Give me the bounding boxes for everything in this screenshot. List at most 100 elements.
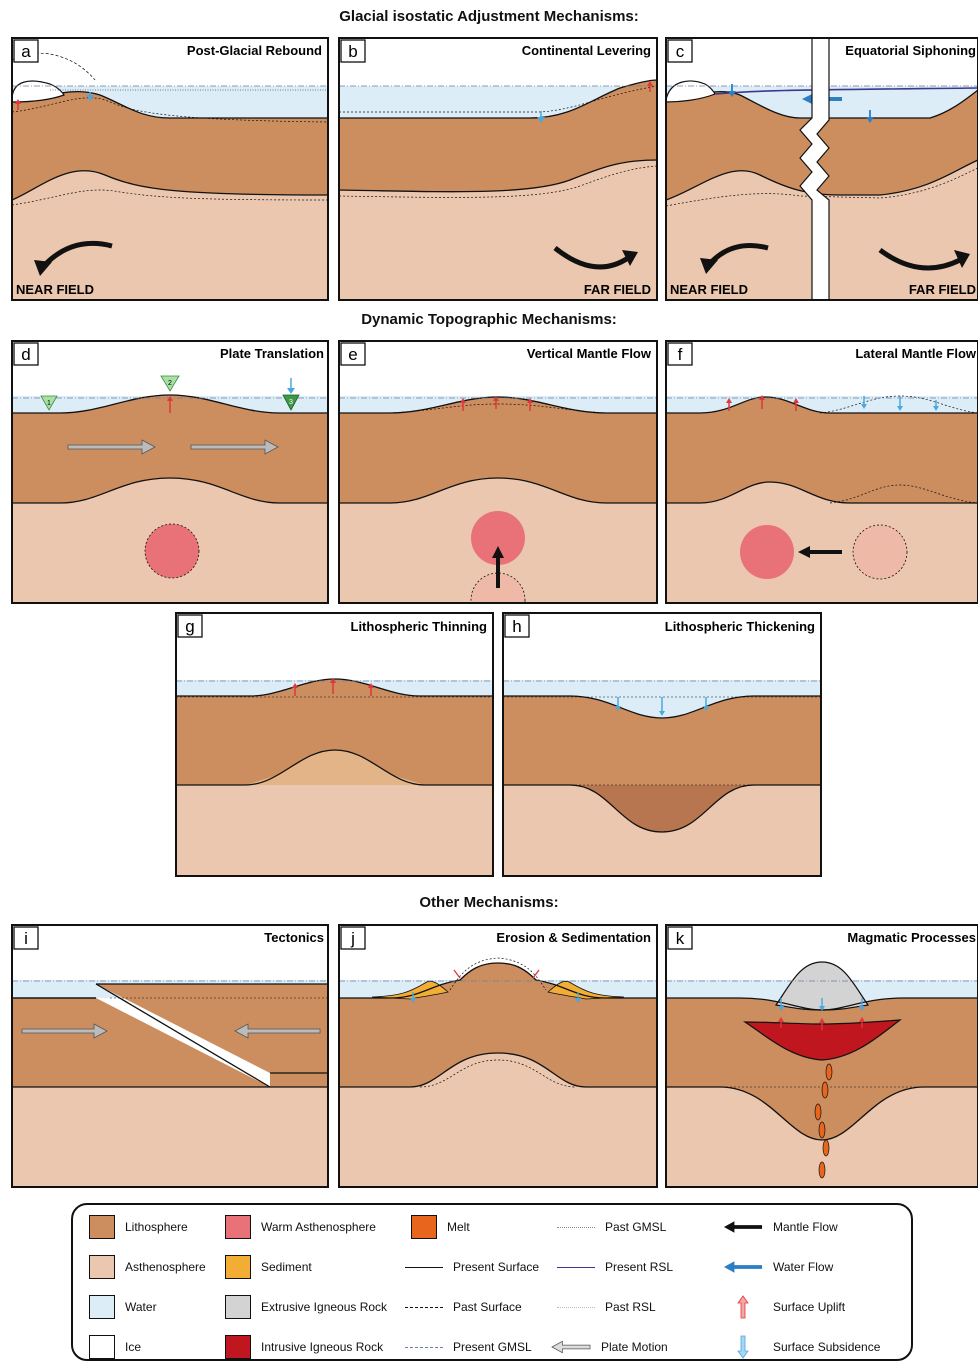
uplift-arrow-icon <box>723 1295 763 1319</box>
panel-letter: h <box>512 617 521 636</box>
legend-item-melt: Melt <box>411 1213 470 1241</box>
past-surface-line <box>405 1307 443 1308</box>
panel-letter: c <box>676 42 685 61</box>
panel-title: Erosion & Sedimentation <box>496 930 651 945</box>
legend-item-past-surface: Past Surface <box>405 1293 522 1321</box>
legend-label: Intrusive Igneous Rock <box>261 1340 383 1354</box>
legend-item-warm-asthenosphere: Warm Asthenosphere <box>225 1213 376 1241</box>
panel-letter: e <box>348 345 357 364</box>
panel-title: Plate Translation <box>220 346 324 361</box>
legend-label: Water <box>125 1300 157 1314</box>
legend-item-surface-subsidence: Surface Subsidence <box>723 1333 880 1361</box>
ice-swatch <box>89 1335 115 1359</box>
panel-letter: k <box>676 929 685 948</box>
legend-label: Surface Uplift <box>773 1300 845 1314</box>
field-label: FAR FIELD <box>584 282 651 297</box>
water-swatch <box>89 1295 115 1319</box>
panel-j: j Erosion & Sedimentation <box>339 925 657 1187</box>
panel-k: k Magmatic Processes <box>666 925 978 1187</box>
panel-letter: j <box>350 929 355 948</box>
legend-label: Present GMSL <box>453 1340 532 1354</box>
legend-item-past-rsl: Past RSL <box>557 1293 656 1321</box>
asthenosphere-swatch <box>89 1255 115 1279</box>
field-label: NEAR FIELD <box>16 282 94 297</box>
legend-label: Past RSL <box>605 1300 656 1314</box>
legend-item-past-gmsl: Past GMSL <box>557 1213 666 1241</box>
legend-item-water: Water <box>89 1293 157 1321</box>
legend-item-present-rsl: Present RSL <box>557 1253 673 1281</box>
panel-h: h Lithospheric Thickening <box>503 613 821 876</box>
warm-asthenosphere-swatch <box>225 1215 251 1239</box>
panel-title: Lateral Mantle Flow <box>855 346 977 361</box>
panel-a: a Post-Glacial Rebound NEAR FIELD <box>12 38 328 300</box>
legend-item-plate-motion: Plate Motion <box>551 1333 668 1361</box>
panel-title: Equatorial Siphoning <box>845 43 976 58</box>
panel-title: Vertical Mantle Flow <box>527 346 652 361</box>
panel-letter: b <box>348 42 357 61</box>
warm-asthenosphere-plume <box>145 524 199 578</box>
legend-label: Warm Asthenosphere <box>261 1220 376 1234</box>
panel-title: Post-Glacial Rebound <box>187 43 322 58</box>
panel-b: b Continental Levering FAR FIELD <box>339 38 657 300</box>
svg-text:3: 3 <box>289 399 293 406</box>
plate-motion-icon <box>551 1335 591 1359</box>
extrusive-swatch <box>225 1295 251 1319</box>
mantle-flow-icon <box>723 1215 763 1239</box>
past-rsl-line <box>557 1307 595 1308</box>
legend-label: Past GMSL <box>605 1220 666 1234</box>
subsidence-arrow-icon <box>723 1335 763 1359</box>
past-gmsl-line <box>557 1227 595 1228</box>
panel-letter: f <box>678 345 683 364</box>
panel-title: Magmatic Processes <box>847 930 976 945</box>
legend-label: Mantle Flow <box>773 1220 838 1234</box>
panel-letter: g <box>185 617 194 636</box>
field-label-left: NEAR FIELD <box>670 282 748 297</box>
legend-label: Sediment <box>261 1260 312 1274</box>
water-flow-icon <box>723 1255 763 1279</box>
legend-label: Asthenosphere <box>125 1260 206 1274</box>
panel-letter: a <box>21 42 31 61</box>
legend-item-sediment: Sediment <box>225 1253 312 1281</box>
legend-item-intrusive: Intrusive Igneous Rock <box>225 1333 383 1361</box>
panel-d: 1 2 3 d Plate Translation <box>12 341 328 603</box>
legend-item-present-gmsl: Present GMSL <box>405 1333 532 1361</box>
present-gmsl-line <box>405 1347 443 1348</box>
present-surface-line <box>405 1267 443 1268</box>
legend-item-asthenosphere: Asthenosphere <box>89 1253 206 1281</box>
legend-item-water-flow: Water Flow <box>723 1253 833 1281</box>
svg-text:2: 2 <box>168 380 172 387</box>
panel-title: Tectonics <box>264 930 324 945</box>
legend-label: Extrusive Igneous Rock <box>261 1300 387 1314</box>
legend-label: Melt <box>447 1220 470 1234</box>
legend-item-surface-uplift: Surface Uplift <box>723 1293 845 1321</box>
panel-title: Lithospheric Thinning <box>351 619 488 634</box>
legend-item-lithosphere: Lithosphere <box>89 1213 188 1241</box>
panel-f: f Lateral Mantle Flow <box>666 341 978 603</box>
legend-label: Present Surface <box>453 1260 539 1274</box>
panel-letter: i <box>24 929 28 948</box>
diagram-canvas: a Post-Glacial Rebound NEAR FIELD b Cont… <box>0 0 978 1200</box>
legend-label: Lithosphere <box>125 1220 188 1234</box>
legend-item-extrusive: Extrusive Igneous Rock <box>225 1293 387 1321</box>
present-rsl-line <box>557 1267 595 1268</box>
legend-label: Surface Subsidence <box>773 1340 880 1354</box>
panel-letter: d <box>21 345 30 364</box>
panel-i: i Tectonics <box>12 925 328 1187</box>
legend-item-ice: Ice <box>89 1333 141 1361</box>
svg-text:1: 1 <box>47 400 51 407</box>
panel-title: Continental Levering <box>522 43 651 58</box>
legend: Lithosphere Asthenosphere Water Ice Warm… <box>71 1203 913 1361</box>
sediment-swatch <box>225 1255 251 1279</box>
panel-c: c Equatorial Siphoning NEAR FIELD FAR FI… <box>666 38 978 300</box>
melt-swatch <box>411 1215 437 1239</box>
panel-e: e Vertical Mantle Flow <box>339 341 657 627</box>
legend-label: Present RSL <box>605 1260 673 1274</box>
legend-label: Water Flow <box>773 1260 833 1274</box>
legend-label: Past Surface <box>453 1300 522 1314</box>
legend-label: Plate Motion <box>601 1340 668 1354</box>
legend-item-present-surface: Present Surface <box>405 1253 539 1281</box>
panel-g: g Lithospheric Thinning <box>176 613 493 876</box>
panel-title: Lithospheric Thickening <box>665 619 815 634</box>
field-label-right: FAR FIELD <box>909 282 976 297</box>
legend-label: Ice <box>125 1340 141 1354</box>
